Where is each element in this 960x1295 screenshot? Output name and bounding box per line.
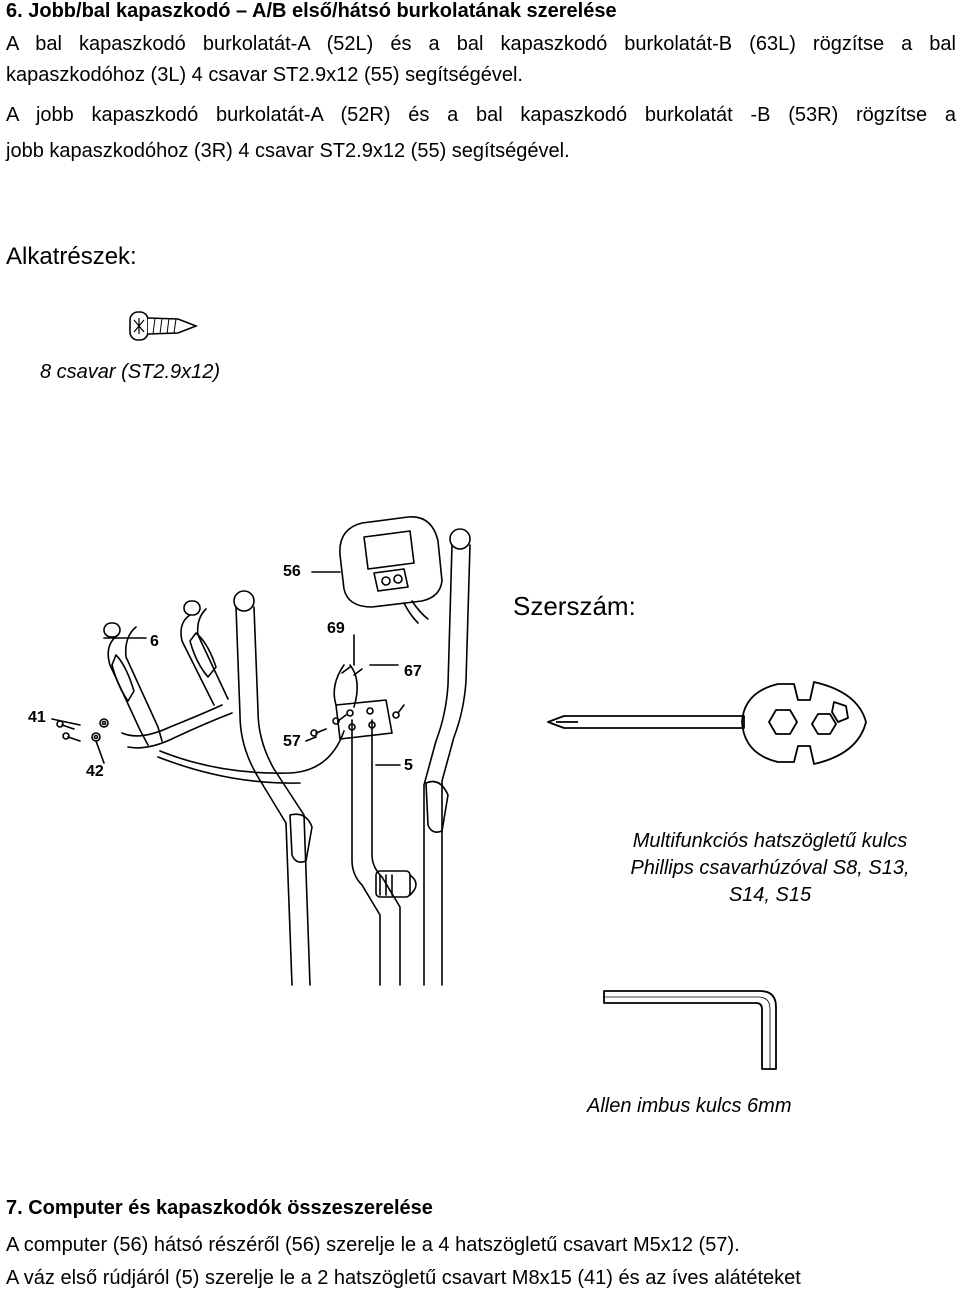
tools-title: Szerszám: [513,591,636,621]
assembly-diagram [51,516,471,986]
allen-caption: Allen imbus kulcs 6mm [587,1095,792,1117]
callout-56: 56 [283,563,301,580]
section7-line1: A computer (56) hátsó részéről (56) szer… [6,1234,740,1256]
wrench-caption-line3: S14, S15 [728,884,812,906]
section7-line2: A váz első rúdjáról (5) szerelje le a 2 … [6,1267,801,1289]
section6-para1-line2: kapaszkodóhoz (3L) 4 csavar ST2.9x12 (55… [6,64,523,86]
screw-caption: 8 csavar (ST2.9x12) [40,361,221,383]
callout-69: 69 [327,620,345,637]
callout-5: 5 [404,757,413,774]
section6-para1-line1: A bal kapaszkodó burkolatát-A (52L) és a… [6,33,956,55]
allen-key-icon [603,990,777,1070]
callout-57: 57 [283,733,301,750]
screw-icon [129,311,199,341]
section6-title: 6. Jobb/bal kapaszkodó – A/B első/hátsó … [6,0,617,22]
section7-title: 7. Computer és kapaszkodók összeszerelés… [6,1197,433,1219]
callout-6: 6 [150,633,159,650]
callout-67: 67 [404,663,422,680]
wrench-caption-line2: Phillips csavarhúzóval S8, S13, [630,857,910,879]
multi-wrench-icon [547,681,867,765]
parts-title: Alkatrészek: [6,243,137,270]
section6-para2-line1: A jobb kapaszkodó burkolatát-A (52R) és … [6,104,956,126]
section6-para2-line2: jobb kapaszkodóhoz (3R) 4 csavar ST2.9x1… [6,140,570,162]
callout-42: 42 [86,763,104,780]
callout-41: 41 [28,709,46,726]
wrench-caption-line1: Multifunkciós hatszögletű kulcs [632,830,908,852]
